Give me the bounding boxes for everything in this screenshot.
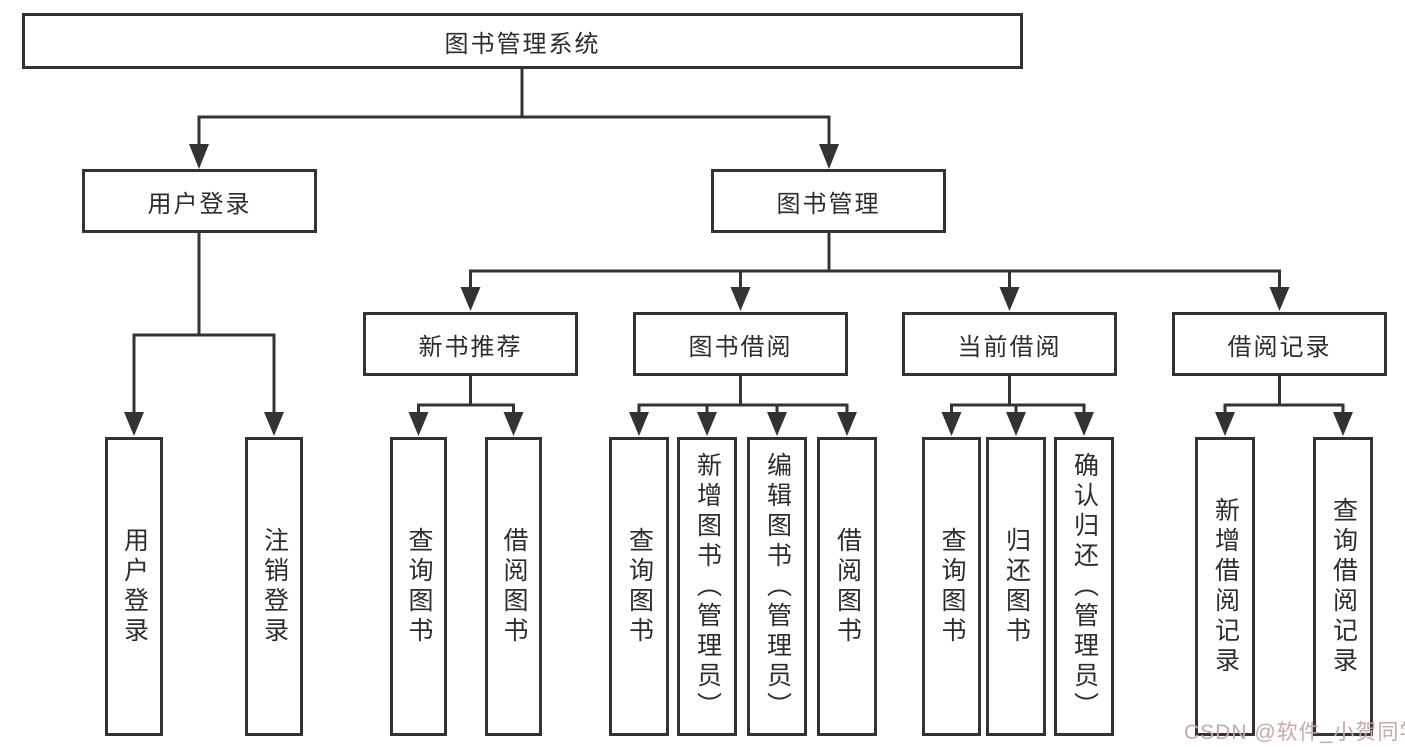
leaf-borrowing-borrow-books: 借阅图书 bbox=[817, 437, 877, 736]
leaf-user-login: 用户登录 bbox=[105, 437, 163, 736]
connector-book-management-children bbox=[460, 232, 1290, 311]
connector-root-to-level2 bbox=[189, 69, 839, 169]
connector-user-login-children bbox=[124, 232, 284, 436]
node-borrowing-records: 借阅记录 bbox=[1172, 312, 1387, 376]
leaf-current-query-books: 查询图书 bbox=[922, 437, 981, 736]
connector-current-borrowing-children bbox=[941, 375, 1094, 436]
leaf-records-query-record: 查询借阅记录 bbox=[1313, 437, 1373, 736]
node-new-book-recommend: 新书推荐 bbox=[363, 312, 578, 376]
leaf-borrowing-add-books: 新增图书（管理员） bbox=[677, 437, 737, 736]
leaf-logout: 注销登录 bbox=[245, 437, 303, 736]
connector-borrowing-records-children bbox=[1215, 375, 1353, 436]
leaf-recommend-query-books: 查询图书 bbox=[390, 437, 447, 736]
leaf-recommend-borrow-books: 借阅图书 bbox=[485, 437, 542, 736]
node-root-system: 图书管理系统 bbox=[22, 13, 1023, 69]
leaf-borrowing-query-books: 查询图书 bbox=[609, 437, 669, 736]
node-book-management: 图书管理 bbox=[711, 169, 946, 233]
leaf-borrowing-edit-books: 编辑图书（管理员） bbox=[747, 437, 807, 736]
connector-book-borrowing-children bbox=[629, 375, 857, 436]
csdn-watermark: CSDN @软件_小贺同学 bbox=[1184, 721, 1405, 744]
node-current-borrowing: 当前借阅 bbox=[902, 312, 1117, 376]
leaf-current-confirm-return: 确认归还（管理员） bbox=[1054, 437, 1114, 736]
leaf-current-return-books: 归还图书 bbox=[986, 437, 1046, 736]
leaf-records-add-record: 新增借阅记录 bbox=[1195, 437, 1255, 736]
connector-new-book-recommend-children bbox=[408, 375, 524, 436]
node-book-borrowing: 图书借阅 bbox=[633, 312, 848, 376]
node-user-login: 用户登录 bbox=[82, 169, 317, 233]
